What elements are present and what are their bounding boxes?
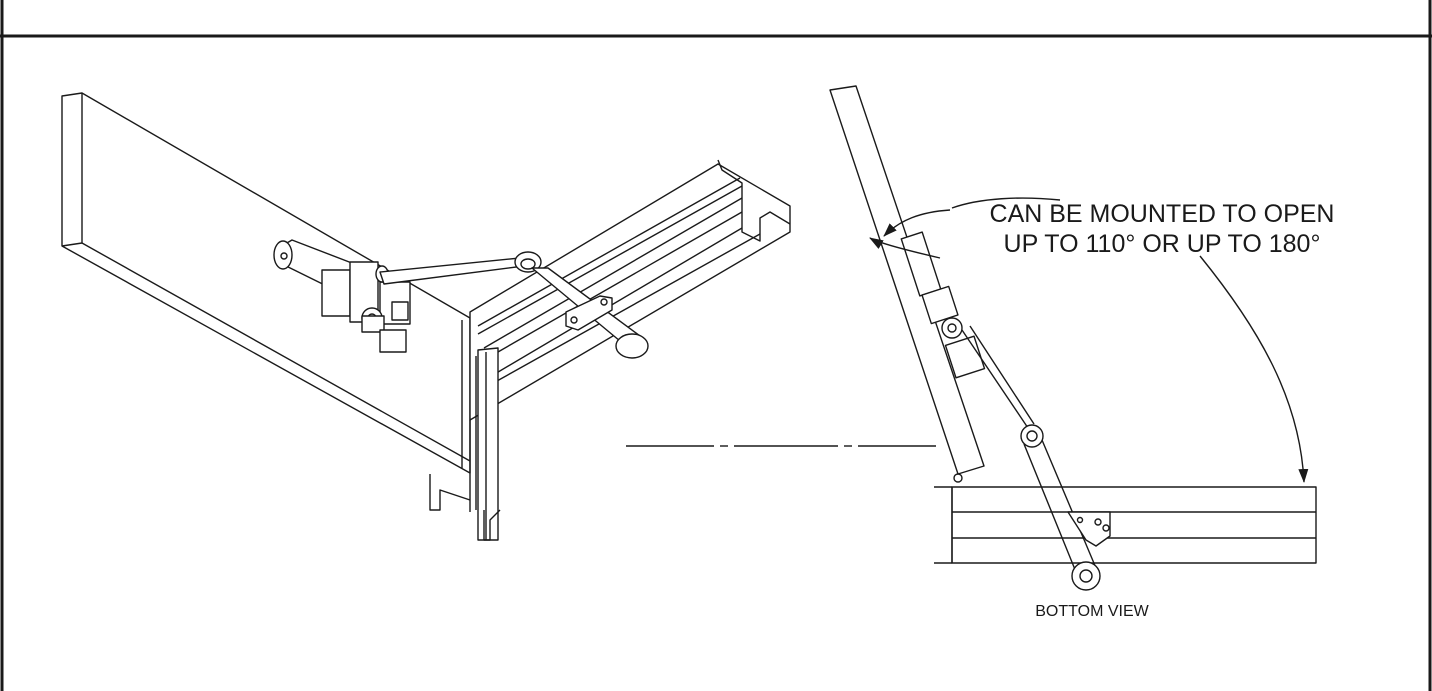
bottom-view-arm [961, 325, 1111, 591]
frame-profile [934, 486, 1317, 564]
arm-bracket [565, 295, 613, 331]
opening-angle-arc [1199, 255, 1309, 483]
opening-angle-arc-mid [951, 197, 1061, 209]
door-leaf-open [829, 85, 985, 483]
swing-arc-arrow [869, 237, 941, 259]
closer-on-door [900, 231, 986, 379]
opening-angle-arc-top [883, 209, 951, 237]
mounting-note-line2: UP TO 110° OR UP TO 180° [1004, 230, 1321, 258]
closer-body [273, 239, 411, 353]
frame-jamb [429, 347, 501, 541]
mounting-note-line1: CAN BE MOUNTED TO OPEN [990, 200, 1335, 228]
frame-header [469, 159, 791, 512]
isometric-door-view [61, 92, 791, 541]
bottom-view [829, 85, 1317, 591]
bottom-view-caption: BOTTOM VIEW [1035, 603, 1149, 620]
